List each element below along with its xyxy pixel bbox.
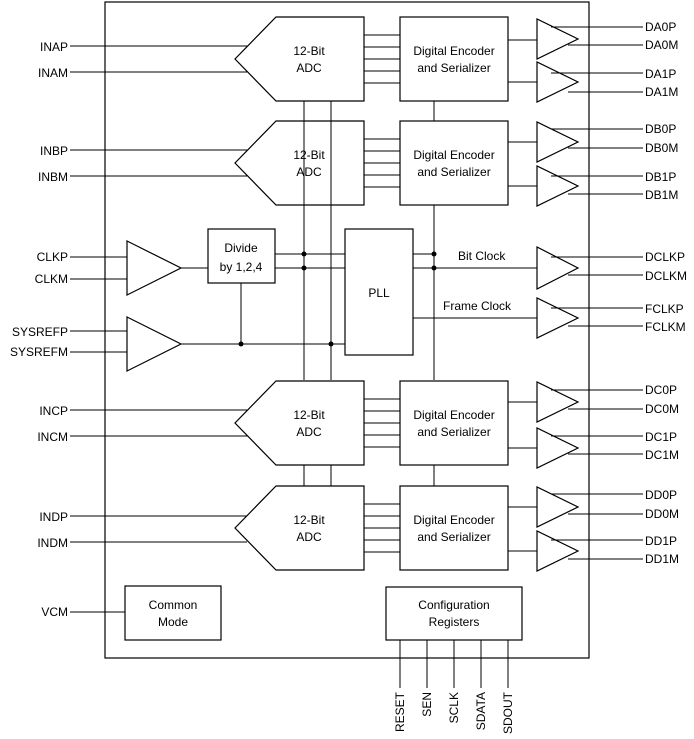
encoder-b-label-1: Digital Encoder bbox=[413, 148, 494, 162]
bit-clock-label: Bit Clock bbox=[458, 249, 506, 263]
output-label-dc1p: DC1P bbox=[645, 430, 677, 444]
output-label-db0p: DB0P bbox=[645, 122, 676, 136]
output-label-da0m: DA0M bbox=[645, 38, 678, 52]
encoder-c-label-1: Digital Encoder bbox=[413, 408, 494, 422]
adc-d bbox=[234, 485, 365, 571]
pin-label-sclk: SCLK bbox=[447, 692, 461, 723]
adc-b-label-1: 12-Bit bbox=[293, 148, 325, 162]
pll-label: PLL bbox=[368, 286, 390, 300]
output-buffer-d0 bbox=[536, 486, 580, 528]
adc-b bbox=[234, 120, 365, 206]
common-mode-label-2: Mode bbox=[158, 615, 188, 629]
adc-a-label-1: 12-Bit bbox=[293, 44, 325, 58]
divide-label-2: by 1,2,4 bbox=[220, 260, 263, 274]
adc-d-label-2: ADC bbox=[296, 530, 322, 544]
encoder-d-label-1: Digital Encoder bbox=[413, 513, 494, 527]
pin-label-reset: RESET bbox=[393, 691, 407, 732]
adc-c-label-1: 12-Bit bbox=[293, 408, 325, 422]
output-label-da0p: DA0P bbox=[645, 20, 676, 34]
pll-block bbox=[344, 228, 414, 356]
encoder-b-label-2: and Serializer bbox=[417, 165, 490, 179]
input-label-indm: INDM bbox=[37, 536, 68, 550]
sysref-label-p: SYSREFP bbox=[12, 325, 68, 339]
adc-a-label-2: ADC bbox=[296, 61, 322, 75]
output-label-dc1m: DC1M bbox=[645, 448, 679, 462]
channel-c: 12-Bit ADC INCP INCM Digital Encoder and… bbox=[37, 380, 679, 469]
encoder-c-label-2: and Serializer bbox=[417, 425, 490, 439]
adc-b-label-2: ADC bbox=[296, 165, 322, 179]
encoder-d bbox=[399, 485, 509, 571]
adc-d-label-1: 12-Bit bbox=[293, 513, 325, 527]
output-label-db1p: DB1P bbox=[645, 170, 676, 184]
clock-section: CLKP CLKM Divide by 1,2,4 PLL SYSREFP SY… bbox=[10, 101, 687, 380]
fclk-label-m: FCLKM bbox=[645, 320, 686, 334]
sysref-input-buffer bbox=[126, 316, 183, 372]
frame-clock-label: Frame Clock bbox=[443, 299, 512, 313]
input-label-inap: INAP bbox=[40, 40, 68, 54]
common-mode-section: VCM Common Mode bbox=[41, 585, 222, 641]
encoder-d-label-2: and Serializer bbox=[417, 530, 490, 544]
fclk-label-p: FCLKP bbox=[645, 302, 684, 316]
encoder-b bbox=[399, 120, 509, 206]
divide-block bbox=[207, 228, 276, 284]
pin-label-sen: SEN bbox=[420, 692, 434, 717]
output-buffer-a0 bbox=[536, 18, 580, 60]
configuration-section: Configuration Registers RESET SEN SCLK S… bbox=[385, 586, 523, 734]
channel-a: 12-Bit ADC INAP INAM Digital Encoder and… bbox=[38, 16, 678, 103]
pin-label-sdout: SDOUT bbox=[501, 691, 515, 734]
output-label-dd1p: DD1P bbox=[645, 534, 677, 548]
vcm-label: VCM bbox=[41, 605, 68, 619]
output-buffer-d1 bbox=[536, 530, 580, 572]
input-label-indp: INDP bbox=[39, 510, 68, 524]
input-label-incm: INCM bbox=[37, 430, 68, 444]
output-label-db0m: DB0M bbox=[645, 141, 678, 155]
output-label-da1m: DA1M bbox=[645, 85, 678, 99]
output-label-dc0p: DC0P bbox=[645, 383, 677, 397]
channel-d: 12-Bit ADC INDP INDM Digital Encoder and… bbox=[37, 485, 679, 572]
common-mode-block bbox=[124, 585, 222, 641]
output-buffer-c0 bbox=[536, 381, 580, 423]
pin-label-sdata: SDATA bbox=[474, 692, 488, 730]
output-buffer-c1 bbox=[536, 427, 580, 469]
encoder-a-label-2: and Serializer bbox=[417, 61, 490, 75]
sysref-label-m: SYSREFM bbox=[10, 345, 68, 359]
configuration-label-2: Registers bbox=[429, 615, 480, 629]
clock-label-clkp: CLKP bbox=[37, 250, 68, 264]
output-buffer-b0 bbox=[536, 121, 580, 163]
clock-input-buffer bbox=[126, 240, 183, 296]
configuration-registers-block bbox=[385, 586, 523, 641]
configuration-label-1: Configuration bbox=[418, 598, 489, 612]
input-label-incp: INCP bbox=[39, 404, 68, 418]
common-mode-label-1: Common bbox=[149, 598, 198, 612]
output-label-db1m: DB1M bbox=[645, 188, 678, 202]
output-label-dc0m: DC0M bbox=[645, 402, 679, 416]
dclk-label-p: DCLKP bbox=[645, 250, 685, 264]
clock-label-clkm: CLKM bbox=[35, 272, 68, 286]
adc-a bbox=[234, 16, 365, 102]
channel-b: 12-Bit ADC INBP INBM Digital Encoder and… bbox=[38, 120, 678, 207]
divide-label-1: Divide bbox=[224, 241, 258, 255]
output-buffer-a1 bbox=[536, 61, 580, 103]
output-label-da1p: DA1P bbox=[645, 67, 676, 81]
input-label-inbm: INBM bbox=[38, 170, 68, 184]
output-label-dd0m: DD0M bbox=[645, 507, 679, 521]
output-label-dd1m: DD1M bbox=[645, 552, 679, 566]
input-label-inbp: INBP bbox=[40, 144, 68, 158]
encoder-c bbox=[399, 380, 509, 466]
dclk-label-m: DCLKM bbox=[645, 269, 687, 283]
encoder-a bbox=[399, 16, 509, 102]
adc-c-label-2: ADC bbox=[296, 425, 322, 439]
input-label-inam: INAM bbox=[38, 66, 68, 80]
adc-c bbox=[234, 380, 365, 466]
encoder-a-label-1: Digital Encoder bbox=[413, 44, 494, 58]
output-label-dd0p: DD0P bbox=[645, 488, 677, 502]
